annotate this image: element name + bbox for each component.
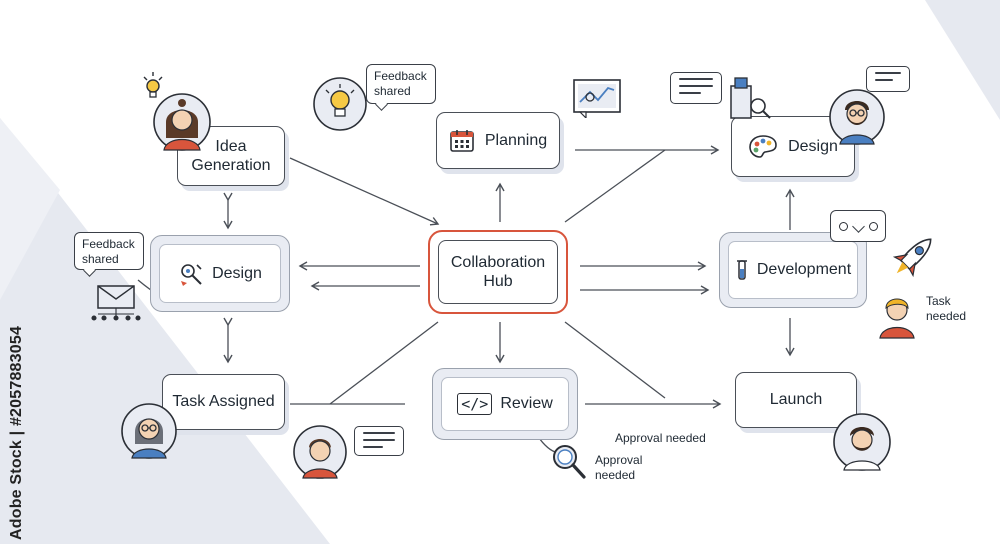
node-launch[interactable]: Launch: [735, 372, 857, 428]
avatar-man-review: [293, 425, 347, 479]
palette-icon: [748, 134, 778, 160]
node-idea-generation-label: Idea Generation: [191, 137, 271, 174]
avatar-woman-idea: [153, 93, 211, 151]
test-tube-icon: [735, 259, 749, 281]
edge-hub-design-top: [564, 149, 666, 223]
node-review-label: Review: [500, 395, 553, 413]
node-task-assigned[interactable]: Task Assigned: [162, 374, 285, 430]
avatar-man-glasses: [829, 89, 885, 145]
avatar-woman-glasses: [121, 403, 177, 459]
node-collaboration-hub-label: Collaboration Hub: [450, 253, 546, 290]
node-planning-label: Planning: [484, 131, 548, 149]
node-design-left-label: Design: [212, 264, 262, 282]
calendar-icon: [449, 128, 475, 154]
approval-needed-note-bottom: Approval needed: [595, 453, 643, 482]
code-icon: </>: [457, 393, 493, 415]
chart-monitor-icon: [572, 78, 622, 118]
node-development-label: Development: [756, 261, 852, 279]
avatar-man-beard: [833, 413, 891, 471]
avatar-man-blonde: [874, 292, 920, 339]
chat-bubble-icon: [866, 66, 910, 92]
chat-bubble-icon: [670, 72, 722, 104]
node-collaboration-hub[interactable]: Collaboration Hub: [428, 230, 568, 314]
typing-bubble-icon: [830, 210, 886, 242]
watermark-text: Adobe Stock | #2057883054: [8, 325, 25, 540]
lightbulb-icon: [142, 72, 164, 102]
node-planning[interactable]: Planning: [436, 112, 560, 169]
rocket-icon: [892, 238, 932, 278]
task-needed-note: Task needed: [926, 294, 967, 323]
email-network-icon: [91, 285, 141, 321]
chat-bubble-icon: [354, 426, 404, 456]
lightbulb-badge-icon: [313, 77, 367, 131]
node-task-assigned-label: Task Assigned: [172, 393, 275, 411]
node-design-left[interactable]: Design: [150, 235, 290, 312]
edge-hub-launch: [564, 321, 666, 399]
toolbox-icon: [730, 77, 771, 119]
tools-icon: [178, 261, 204, 287]
edge-hub-task: [329, 321, 439, 405]
edge-idea-hub: [289, 157, 440, 226]
magnifier-icon: [550, 442, 588, 482]
node-design-top-label: Design: [788, 137, 838, 155]
node-launch-label: Launch: [769, 391, 823, 409]
feedback-bubble-top: Feedback shared: [366, 64, 436, 104]
approval-needed-note-top: Approval needed: [615, 431, 706, 445]
node-review[interactable]: </> Review: [432, 368, 578, 440]
feedback-bubble-left: Feedback shared: [74, 232, 144, 270]
node-development[interactable]: Development: [719, 232, 867, 308]
